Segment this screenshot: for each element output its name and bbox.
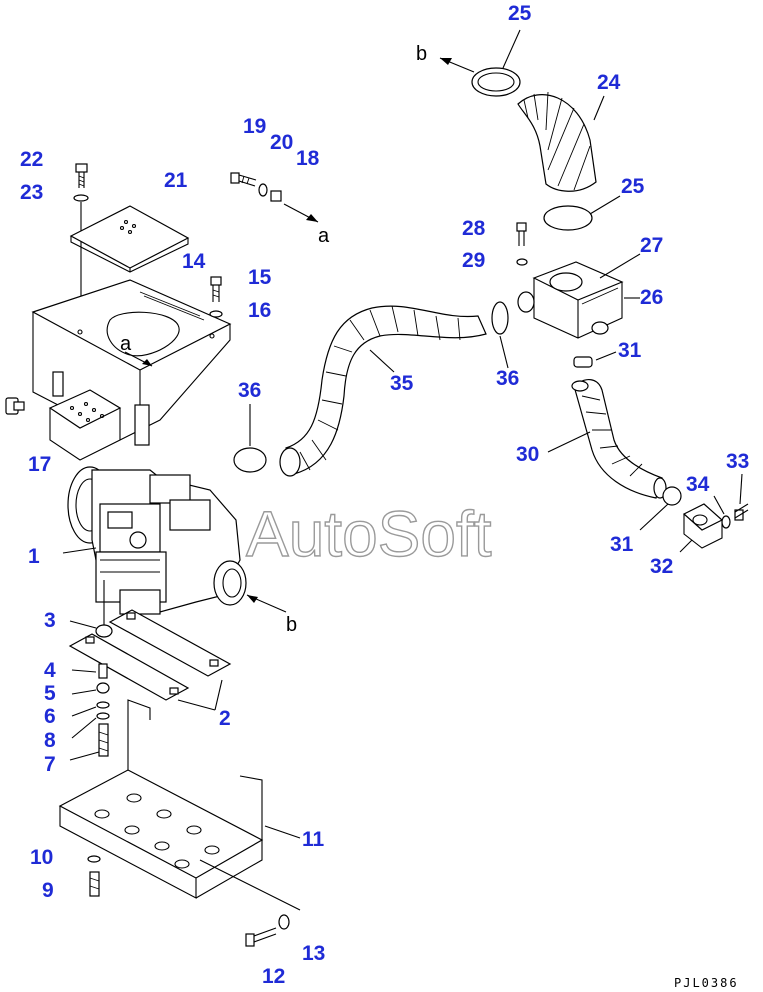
washer-34 bbox=[721, 515, 731, 529]
washer-16 bbox=[209, 310, 223, 318]
callout-25-top: 25 bbox=[508, 2, 532, 25]
clamp-31b bbox=[662, 486, 682, 506]
mount-3 bbox=[95, 624, 113, 638]
clamp-36a bbox=[233, 447, 267, 473]
washer-13 bbox=[278, 914, 290, 930]
callout-4: 4 bbox=[44, 659, 56, 682]
clamp-25a bbox=[471, 67, 521, 97]
nut-5 bbox=[96, 682, 110, 694]
callout-32: 32 bbox=[650, 555, 673, 578]
callout-13: 13 bbox=[302, 942, 325, 965]
hose-35 bbox=[285, 305, 487, 475]
callout-24: 24 bbox=[597, 71, 621, 94]
mark-a-top: a bbox=[318, 225, 330, 247]
bolt-33 bbox=[734, 503, 749, 521]
callout-20: 20 bbox=[270, 131, 293, 154]
callout-36-left: 36 bbox=[238, 379, 261, 402]
callout-19: 19 bbox=[243, 115, 266, 138]
callout-35: 35 bbox=[390, 372, 414, 395]
heater-unit-1 bbox=[67, 466, 247, 615]
bolt-15 bbox=[210, 276, 222, 302]
mark-b-top: b bbox=[416, 43, 427, 65]
callout-15: 15 bbox=[248, 266, 272, 289]
drawing-code: PJL0386 bbox=[674, 976, 739, 990]
callout-33: 33 bbox=[726, 450, 749, 473]
watermark: AutoSoft bbox=[246, 498, 492, 570]
clamp-25b bbox=[543, 205, 593, 231]
callout-1: 1 bbox=[28, 545, 40, 568]
callout-10: 10 bbox=[30, 846, 53, 869]
hose-30 bbox=[573, 379, 663, 499]
callout-9: 9 bbox=[42, 879, 54, 902]
washer-8 bbox=[96, 712, 110, 720]
callout-18: 18 bbox=[296, 147, 320, 170]
washer-23 bbox=[73, 194, 89, 202]
callout-14: 14 bbox=[182, 250, 206, 273]
plates-2 bbox=[68, 609, 232, 701]
washer-10 bbox=[87, 855, 101, 863]
mark-a-bracket: a bbox=[120, 333, 132, 355]
washer-20 bbox=[258, 183, 268, 197]
washer-6 bbox=[96, 701, 110, 709]
callout-30: 30 bbox=[516, 443, 539, 466]
callout-27: 27 bbox=[640, 234, 663, 257]
bolt-7 bbox=[98, 723, 109, 757]
bolt-22 bbox=[75, 163, 88, 188]
callout-5: 5 bbox=[44, 682, 56, 705]
bolt-12 bbox=[245, 927, 277, 947]
callout-36-right: 36 bbox=[496, 367, 519, 390]
callout-7: 7 bbox=[44, 753, 56, 776]
nut-31a bbox=[573, 356, 593, 368]
callout-25-lower: 25 bbox=[621, 175, 645, 198]
callout-8: 8 bbox=[44, 729, 56, 752]
callout-6: 6 bbox=[44, 705, 56, 728]
base-bracket-11 bbox=[58, 699, 264, 899]
bolt-28 bbox=[516, 222, 527, 246]
hose-24 bbox=[517, 94, 597, 192]
callout-12: 12 bbox=[262, 965, 285, 988]
stud-4 bbox=[98, 663, 108, 679]
callout-2: 2 bbox=[219, 707, 231, 730]
callout-3: 3 bbox=[44, 609, 56, 632]
distributor-26 bbox=[517, 261, 624, 339]
callout-22: 22 bbox=[20, 148, 43, 171]
callout-23: 23 bbox=[20, 181, 43, 204]
mark-b-heater: b bbox=[286, 614, 297, 636]
callout-11: 11 bbox=[302, 828, 325, 851]
clip-17 bbox=[5, 397, 25, 415]
clamp-36b bbox=[491, 301, 509, 335]
bolt-9 bbox=[89, 871, 100, 897]
callout-21: 21 bbox=[164, 169, 188, 192]
callout-26: 26 bbox=[640, 286, 663, 309]
callout-28: 28 bbox=[462, 217, 486, 240]
callout-31-lower: 31 bbox=[610, 533, 634, 556]
callout-29: 29 bbox=[462, 249, 485, 272]
washer-29 bbox=[516, 258, 528, 266]
callout-31-top: 31 bbox=[618, 339, 642, 362]
callout-17: 17 bbox=[28, 453, 51, 476]
nut-18 bbox=[270, 190, 282, 202]
bracket-box-14 bbox=[31, 279, 232, 461]
bolt-19 bbox=[230, 172, 257, 187]
callout-16: 16 bbox=[248, 299, 271, 322]
cover-plate-21 bbox=[69, 205, 190, 273]
elbow-32 bbox=[682, 503, 724, 549]
callout-34: 34 bbox=[686, 473, 710, 496]
